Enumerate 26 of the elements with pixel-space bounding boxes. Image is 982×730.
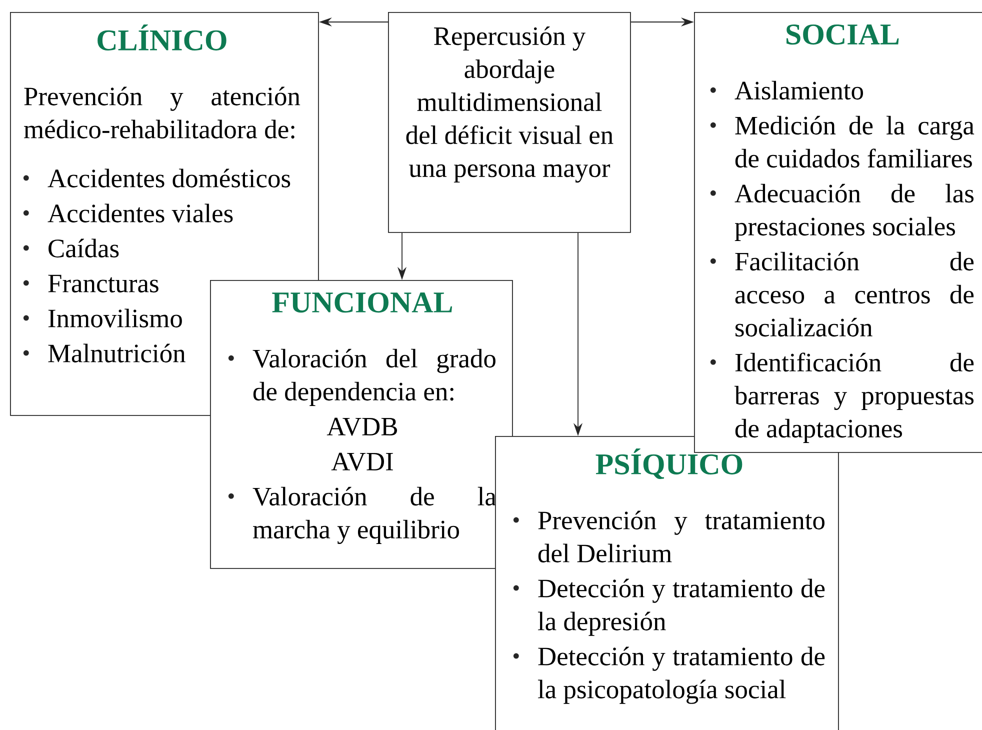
- bullet-item: Medición de la carga de cuidados familiares: [710, 116, 974, 168]
- bullet-item: Accidentes viales: [23, 204, 233, 222]
- text-box: [388, 12, 631, 233]
- paragraph: Prevención y atención médico-rehabilitadora de:: [24, 86, 300, 139]
- bullet-item: Malnutrición: [23, 344, 186, 362]
- bullet-item: Prevención y tratamiento del Delirium: [513, 510, 824, 562]
- bullet-item: Detección y tratamiento de la depresión: [513, 578, 825, 636]
- bullet-item: Identificación de barreras y propuestas de adaptaciones: [710, 352, 974, 443]
- heading: PSÍQUICO: [596, 448, 742, 480]
- bullet-item: Valoración de la marcha y equilibrio: [228, 486, 496, 544]
- heading: FUNCIONAL: [272, 292, 452, 313]
- title-text: Repercusión y abordaje multidimensional del déficit visual en una persona mayor: [406, 26, 614, 183]
- bullet-item: Inmovilismo: [23, 308, 182, 328]
- list-subitem: AVDI: [331, 452, 393, 471]
- bullet-item: Accidentes domésticos: [23, 168, 290, 188]
- bullet-item: Caídas: [23, 238, 119, 258]
- bullet-item: Valoración del grado de dependencia en:: [228, 348, 496, 406]
- bullet-item: Facilitación de acceso a centros de socialización: [710, 252, 974, 337]
- bullet-item: Francturas: [23, 274, 158, 292]
- list-subitem: AVDB: [326, 418, 398, 436]
- heading: SOCIAL: [786, 24, 899, 45]
- bullet-item: Adecuación de las prestaciones sociales: [710, 184, 974, 241]
- heading: CLÍNICO: [98, 24, 226, 50]
- bullet-item: Detección y tratamiento de la psicopatología social: [513, 646, 825, 704]
- text-box: [210, 280, 513, 569]
- bullet-item: Aislamiento: [710, 80, 863, 100]
